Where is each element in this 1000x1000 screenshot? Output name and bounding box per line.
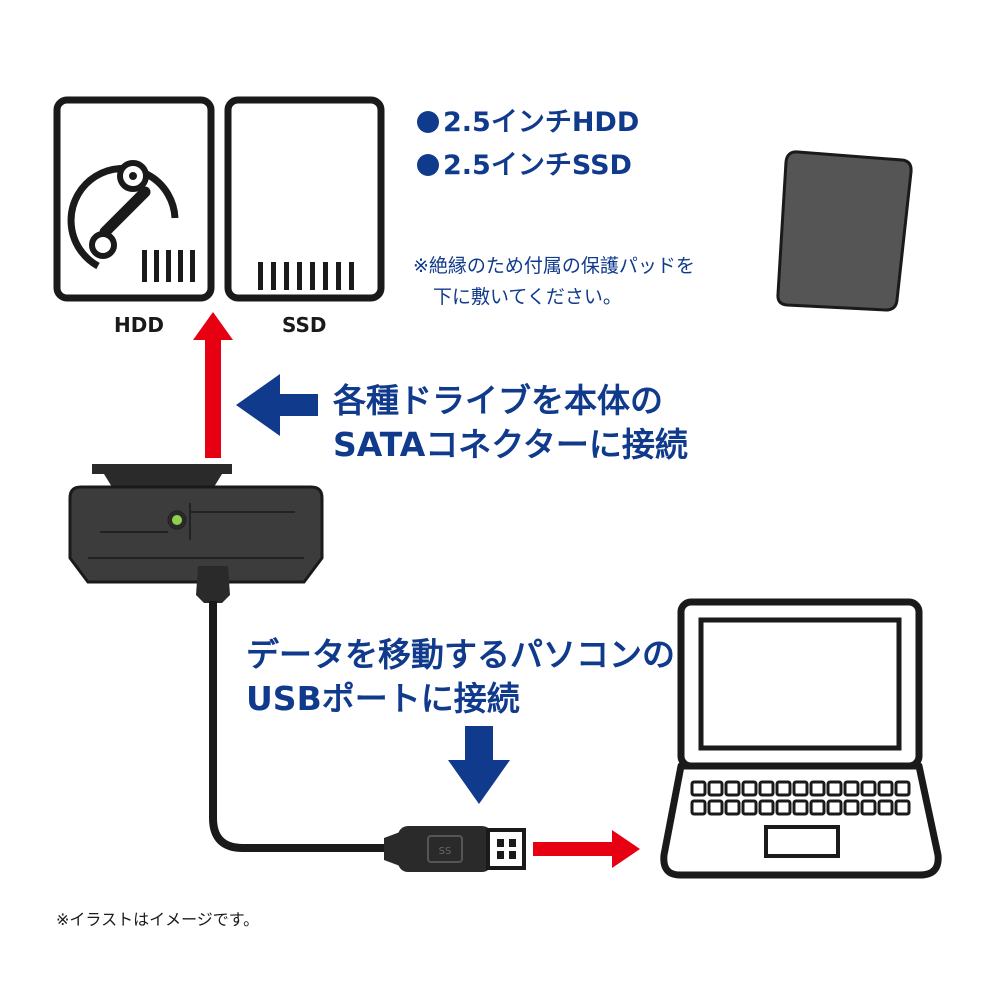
keyboard-key: [758, 799, 775, 816]
keyboard-key: [877, 799, 894, 816]
blue-arrow-left: [236, 374, 318, 436]
keyboard-key: [690, 780, 707, 797]
keyboard-key: [894, 799, 911, 816]
protective-pad: [776, 150, 913, 312]
spec-item-ssd: 2.5インチSSD: [417, 143, 632, 182]
keyboard-key: [690, 799, 707, 816]
keyboard-key: [775, 799, 792, 816]
spec-item-hdd: 2.5インチHDD: [417, 100, 639, 139]
keyboard-key: [860, 799, 877, 816]
keyboard-key: [724, 780, 741, 797]
keyboard-key: [741, 780, 758, 797]
usb-callout-line2: USBポートに接続: [246, 679, 520, 718]
keyboard-key: [826, 799, 843, 816]
keyboard-key: [809, 799, 826, 816]
keyboard-key: [877, 780, 894, 797]
usb-cable: [209, 601, 384, 852]
bullet-icon: [417, 111, 439, 133]
usb-callout-line1: データを移動するパソコンの: [246, 635, 675, 674]
keyboard-key: [843, 780, 860, 797]
keyboard-key: [826, 780, 843, 797]
sata-callout-line2: SATAコネクターに接続: [333, 425, 688, 464]
pad-note-line2: 下に敷いてください。: [433, 286, 622, 308]
ssd-label: SSD: [282, 313, 327, 337]
keyboard-key: [792, 780, 809, 797]
keyboard-key: [741, 799, 758, 816]
hdd-icon: [53, 96, 215, 302]
bullet-icon: [417, 154, 439, 176]
keyboard-key: [775, 780, 792, 797]
keyboard-key: [758, 780, 775, 797]
keyboard-key: [707, 780, 724, 797]
red-arrow-up: [193, 312, 233, 458]
keyboard-key: [809, 780, 826, 797]
blue-arrow-down: [448, 726, 510, 804]
laptop-icon: [660, 598, 942, 879]
keyboard-key: [792, 799, 809, 816]
ssd-icon: [224, 96, 385, 302]
illustration-footnote: ※イラストはイメージです。: [56, 910, 260, 929]
usb-plug: SS: [384, 826, 526, 872]
pad-note-line1: ※絶縁のため付属の保護パッドを: [413, 255, 695, 277]
keyboard-key: [707, 799, 724, 816]
svg-text:SS: SS: [439, 846, 452, 857]
keyboard-key: [724, 799, 741, 816]
hdd-label: HDD: [114, 313, 164, 337]
keyboard-key: [843, 799, 860, 816]
sata-callout-line1: 各種ドライブを本体の: [333, 381, 663, 420]
red-arrow-right: [533, 830, 640, 868]
keyboard-key: [894, 780, 911, 797]
keyboard-key: [860, 780, 877, 797]
sata-adapter: [68, 464, 324, 603]
